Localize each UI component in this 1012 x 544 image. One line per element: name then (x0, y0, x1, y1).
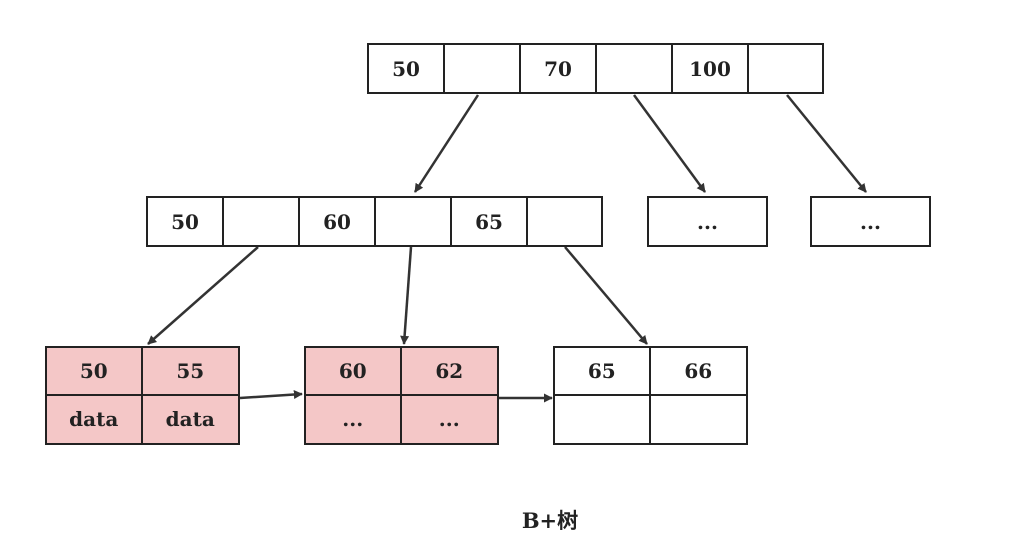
leaf-key-cell: 60 (306, 348, 402, 396)
arrow-root-to-ellipsis-b (786, 94, 867, 193)
arrow-internal-to-leaf-3 (564, 246, 648, 345)
root-key-cell: 100 (673, 45, 749, 92)
root-pointer-cell (749, 45, 822, 92)
internal-key-cell: 65 (452, 198, 528, 245)
root-node: 50 70 100 (367, 43, 824, 94)
leaf-key-cell: 50 (47, 348, 143, 396)
leaf-data-cell: data (47, 395, 143, 443)
leaf-data-cell: ... (438, 407, 460, 432)
leaf-node-1: 50 55 data data (45, 346, 240, 445)
diagram-caption: B+树 (521, 508, 579, 533)
leaf-data-cell (651, 396, 747, 444)
root-pointer-cell (597, 45, 673, 92)
arrow-root-to-internal (413, 94, 480, 193)
internal-pointer-cell (528, 198, 601, 245)
arrow-internal-to-leaf-2 (400, 246, 413, 345)
leaf-key-cell: 62 (401, 348, 497, 396)
leaf-node-2: 60 62 ... ... (304, 346, 499, 445)
leaf-key-cell: 65 (555, 348, 651, 396)
leaf-key-cell: 66 (650, 348, 746, 396)
arrow-root-to-ellipsis-a (632, 94, 707, 193)
root-key-cell: 70 (521, 45, 597, 92)
ellipsis-node-a: ... (647, 196, 768, 247)
internal-node: 50 60 65 (146, 196, 603, 247)
ellipsis-node-b: ... (810, 196, 931, 247)
ellipsis-label: ... (697, 209, 718, 234)
internal-key-cell: 60 (300, 198, 376, 245)
leaf-data-cell: data (165, 407, 215, 432)
root-pointer-cell (445, 45, 521, 92)
leaf-data-cell (555, 395, 651, 443)
leaf-key-cell: 55 (142, 348, 238, 396)
internal-pointer-cell (376, 198, 452, 245)
internal-pointer-cell (224, 198, 300, 245)
leaf-node-3: 65 66 (553, 346, 748, 445)
ellipsis-label: ... (860, 209, 881, 234)
arrow-leaf-1-to-leaf-2 (239, 390, 303, 400)
root-key-cell: 50 (369, 45, 445, 92)
leaf-data-cell: ... (306, 395, 402, 443)
arrow-internal-to-leaf-1 (147, 246, 259, 345)
internal-key-cell: 50 (148, 198, 224, 245)
